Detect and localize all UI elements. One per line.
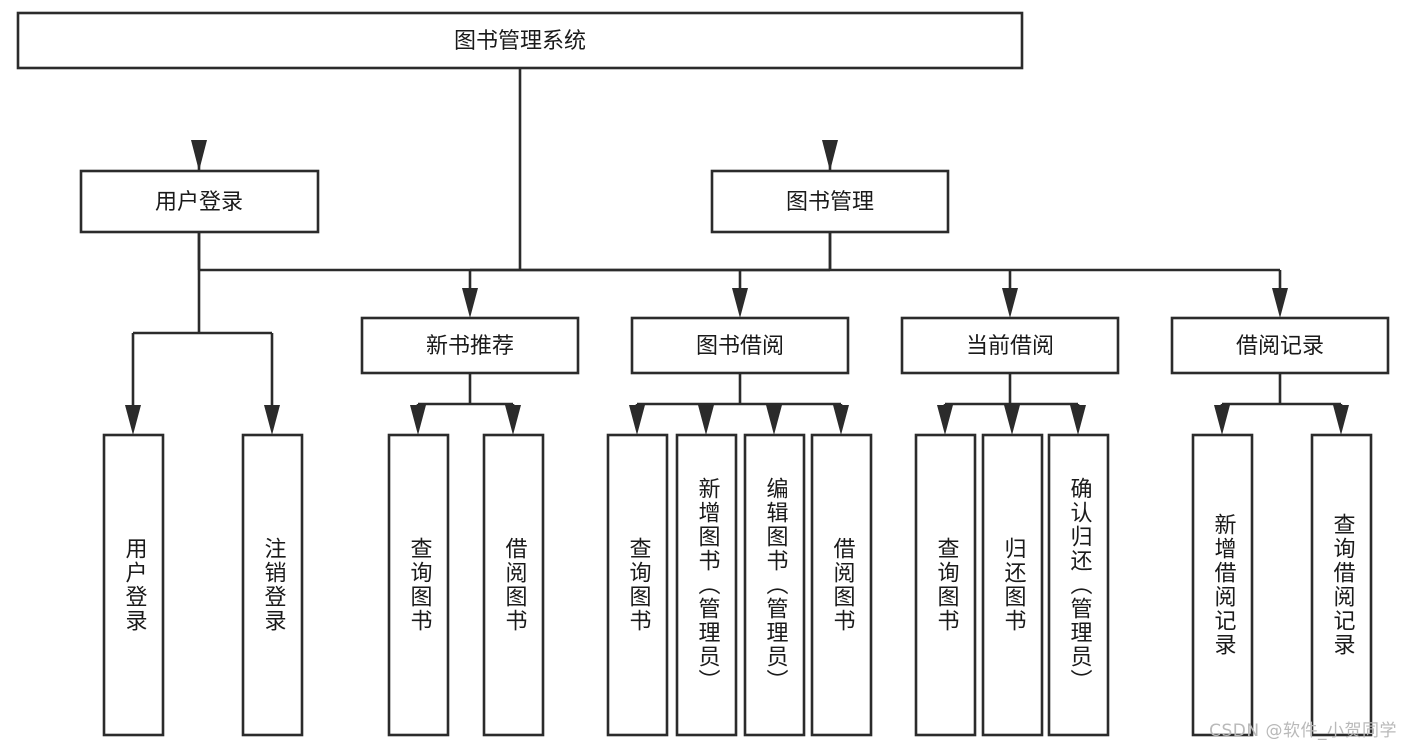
connector-group-current-borrow-to-leaves xyxy=(937,373,1086,435)
node-leaf-user-login-box xyxy=(102,433,165,737)
node-leaf-query-book-rec[interactable]: 查询图书 xyxy=(387,433,450,737)
node-leaf-query-book-current-label: 查询图书 xyxy=(934,537,960,633)
node-root-library-system[interactable]: 图书管理系统 xyxy=(16,11,1024,70)
node-leaf-user-login-label: 用户登录 xyxy=(122,537,148,633)
node-leaf-logout-label: 注销登录 xyxy=(261,537,287,633)
arrow-head-book-mgmt xyxy=(822,140,838,171)
node-leaf-confirm-return-admin-label: 确认归还（管理员） xyxy=(1067,477,1093,693)
node-leaf-return-book[interactable]: 归还图书 xyxy=(981,433,1044,737)
arrow-head-leaf-query-book-2 xyxy=(629,405,645,435)
node-book-management-label: 图书管理 xyxy=(786,190,874,215)
node-leaf-query-book-borrow-box xyxy=(606,433,669,737)
connector-group-root-to-level2 xyxy=(191,68,838,272)
node-root-label: 图书管理系统 xyxy=(454,29,586,54)
node-user-login-box xyxy=(79,169,320,234)
arrow-head-leaf-borrow-book-1 xyxy=(505,405,521,435)
node-borrow-record-box xyxy=(1170,316,1390,375)
arrow-head-leaf-query-book-1 xyxy=(410,405,426,435)
node-leaf-query-borrow-record[interactable]: 查询借阅记录 xyxy=(1310,433,1373,737)
node-leaf-borrow-book[interactable]: 借阅图书 xyxy=(810,433,873,737)
node-leaf-user-login[interactable]: 用户登录 xyxy=(102,433,165,737)
connector-group-new-book-rec-to-leaves xyxy=(410,373,521,435)
node-leaf-add-borrow-record[interactable]: 新增借阅记录 xyxy=(1191,433,1254,737)
node-leaf-query-borrow-record-box xyxy=(1310,433,1373,737)
node-leaf-add-borrow-record-box xyxy=(1191,433,1254,737)
node-user-login[interactable]: 用户登录 xyxy=(79,169,320,234)
node-leaf-return-book-label: 归还图书 xyxy=(1001,537,1027,633)
node-borrow-record-label: 借阅记录 xyxy=(1236,334,1324,359)
node-leaf-confirm-return-admin[interactable]: 确认归还（管理员） xyxy=(1047,433,1110,737)
arrow-head-leaf-logout xyxy=(264,405,280,435)
node-leaf-query-book-current-box xyxy=(914,433,977,737)
node-current-borrow[interactable]: 当前借阅 xyxy=(900,316,1120,375)
node-new-book-recommend-box xyxy=(360,316,580,375)
node-book-management-box xyxy=(710,169,950,234)
arrow-head-borrow-record xyxy=(1272,288,1288,318)
node-new-book-recommend-label: 新书推荐 xyxy=(426,334,514,359)
arrow-head-leaf-query-record xyxy=(1333,405,1349,435)
arrow-head-leaf-add-record xyxy=(1214,405,1230,435)
arrow-head-current-borrow xyxy=(1002,288,1018,318)
node-book-borrow-box xyxy=(630,316,850,375)
node-user-login-label: 用户登录 xyxy=(155,190,243,215)
arrow-head-leaf-confirm-return xyxy=(1070,405,1086,435)
arrow-head-new-book-rec xyxy=(462,288,478,318)
node-root-box xyxy=(16,11,1024,70)
arrow-head-leaf-user-login xyxy=(125,405,141,435)
node-leaf-logout-box xyxy=(241,433,304,737)
node-leaf-add-book-admin-label: 新增图书（管理员） xyxy=(695,477,721,693)
node-leaf-query-book-rec-box xyxy=(387,433,450,737)
arrow-head-leaf-edit-book xyxy=(766,405,782,435)
arrow-head-leaf-borrow-book-2 xyxy=(833,405,849,435)
node-leaf-query-book-current[interactable]: 查询图书 xyxy=(914,433,977,737)
node-leaf-borrow-book-rec[interactable]: 借阅图书 xyxy=(482,433,545,737)
connector-group-user-login-to-leaves xyxy=(125,232,280,435)
node-book-management[interactable]: 图书管理 xyxy=(710,169,950,234)
node-leaf-edit-book-admin-label: 编辑图书（管理员） xyxy=(763,477,789,693)
node-leaf-borrow-book-box xyxy=(810,433,873,737)
arrow-head-leaf-return-book xyxy=(1004,405,1020,435)
node-book-borrow[interactable]: 图书借阅 xyxy=(630,316,850,375)
node-leaf-add-book-admin-box xyxy=(675,433,738,737)
node-leaf-query-borrow-record-label: 查询借阅记录 xyxy=(1330,513,1356,657)
node-leaf-add-borrow-record-label: 新增借阅记录 xyxy=(1211,513,1237,657)
node-current-borrow-label: 当前借阅 xyxy=(966,334,1054,359)
node-leaf-borrow-book-rec-box xyxy=(482,433,545,737)
arrow-head-book-borrow xyxy=(732,288,748,318)
arrow-head-leaf-add-book xyxy=(698,405,714,435)
node-borrow-record[interactable]: 借阅记录 xyxy=(1170,316,1390,375)
node-leaf-logout[interactable]: 注销登录 xyxy=(241,433,304,737)
node-leaf-query-book-rec-label: 查询图书 xyxy=(407,537,433,633)
node-book-borrow-label: 图书借阅 xyxy=(696,334,784,359)
connector-group-book-mgmt-to-level3 xyxy=(462,232,1288,318)
node-leaf-query-book-borrow-label: 查询图书 xyxy=(626,537,652,633)
node-leaf-add-book-admin[interactable]: 新增图书（管理员） xyxy=(675,433,738,737)
node-leaf-borrow-book-rec-label: 借阅图书 xyxy=(502,537,528,633)
node-current-borrow-box xyxy=(900,316,1120,375)
node-leaf-edit-book-admin-box xyxy=(743,433,806,737)
node-leaf-query-book-borrow[interactable]: 查询图书 xyxy=(606,433,669,737)
connector-group-book-borrow-to-leaves xyxy=(629,373,849,435)
connector-group-borrow-record-to-leaves xyxy=(1214,373,1349,435)
node-leaf-confirm-return-admin-box xyxy=(1047,433,1110,737)
node-leaf-borrow-book-label: 借阅图书 xyxy=(830,537,856,633)
arrow-head-leaf-query-book-3 xyxy=(937,405,953,435)
node-leaf-edit-book-admin[interactable]: 编辑图书（管理员） xyxy=(743,433,806,737)
node-leaf-return-book-box xyxy=(981,433,1044,737)
arrow-head-user-login xyxy=(191,140,207,171)
node-new-book-recommend[interactable]: 新书推荐 xyxy=(360,316,580,375)
